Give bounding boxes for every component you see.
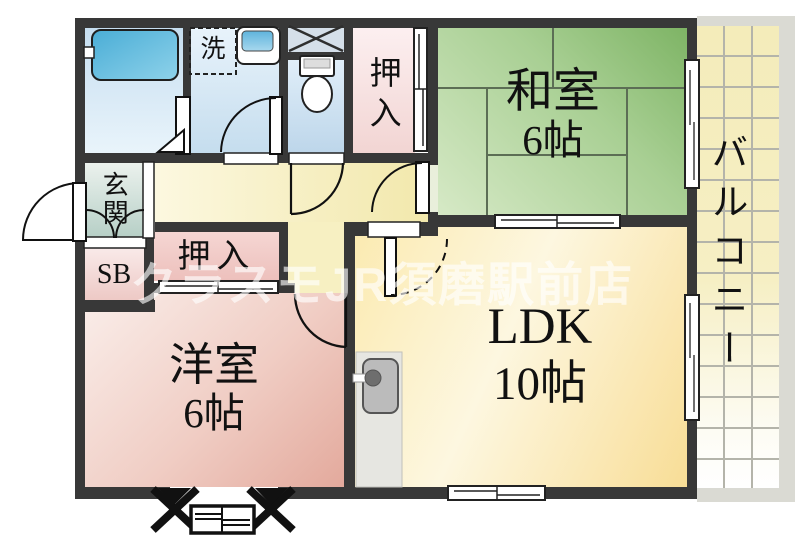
wall [344, 153, 428, 163]
room-ldk [355, 222, 687, 487]
ldk-door [384, 237, 448, 297]
toilet-door [289, 162, 345, 216]
sill-corridor-ldk [367, 221, 421, 238]
washroom-door [220, 96, 283, 155]
balcony-tiles [697, 26, 779, 488]
pipe-shaft-cross-icon [288, 24, 344, 53]
wall [279, 18, 288, 153]
wall [344, 18, 353, 153]
sill-toilet [288, 152, 345, 165]
youshitsu-label: 洋室 [168, 340, 259, 390]
genkan-side-frame [142, 161, 155, 239]
wall [85, 153, 224, 163]
room-washitsu [438, 28, 687, 215]
wall [279, 222, 288, 293]
bay-window [150, 486, 296, 535]
room-youshitsu [85, 293, 345, 487]
window-ldk-east [684, 294, 700, 421]
laundry-label: 洗 [200, 36, 226, 63]
ldk-size: 10帖 [493, 358, 587, 410]
genkan-label: 玄関 [99, 171, 129, 227]
wall [438, 215, 495, 227]
wall [183, 18, 191, 99]
wall [278, 487, 450, 499]
balcony-label: バルコニー [704, 133, 746, 378]
genkan-cabinet-doors [85, 209, 145, 239]
oshiire-upper-label: 押入 [365, 56, 402, 136]
wall [277, 283, 295, 293]
wall [353, 222, 368, 236]
youshitsu-door [293, 293, 348, 349]
fusuma-washitsu-ldk [494, 214, 621, 229]
wall [75, 18, 85, 183]
wall [687, 418, 697, 499]
room-oshiire-upper [353, 28, 415, 153]
genkan-step [83, 236, 147, 249]
washitsu-size: 6帖 [522, 117, 584, 163]
room-oshiire-lower [154, 232, 279, 281]
wall [687, 18, 697, 60]
toilet-icon [299, 55, 335, 113]
wall [75, 300, 155, 312]
tatami-lines [438, 28, 687, 215]
wall [144, 238, 154, 312]
wall [545, 487, 697, 499]
room-genkan [85, 162, 144, 238]
fusuma-oshiire-upper [413, 27, 428, 152]
room-shoe-box [85, 248, 144, 302]
shoe-box-label: SB [96, 259, 132, 290]
ldk-label: LDK [487, 299, 593, 355]
bathroom-door [155, 96, 191, 155]
entrance-door [21, 181, 87, 242]
washitsu-label: 和室 [506, 66, 600, 118]
wall [420, 222, 438, 236]
window-ldk-south [447, 485, 546, 501]
fusuma-oshiire-lower [158, 280, 279, 294]
balcony [697, 16, 795, 502]
oshiire-lower-label: 押入 [177, 239, 256, 275]
wall [428, 18, 438, 165]
wall [75, 18, 697, 28]
vanity-sink-icon [236, 26, 281, 65]
wall [155, 222, 279, 232]
wall [75, 487, 170, 499]
corridor-branch [288, 222, 344, 293]
wall [687, 188, 697, 295]
washitsu-doorway-floor [428, 163, 438, 212]
wall [344, 222, 355, 487]
youshitsu-size: 6帖 [183, 390, 245, 436]
sill-washroom [223, 152, 279, 165]
bathtub-icon [83, 29, 179, 81]
kitchen-sink-icon [352, 351, 403, 488]
window-washitsu-east [684, 59, 700, 189]
wall [154, 283, 161, 293]
washitsu-door [371, 161, 430, 214]
wall [75, 241, 85, 487]
wall [278, 153, 289, 163]
wall [620, 215, 697, 227]
